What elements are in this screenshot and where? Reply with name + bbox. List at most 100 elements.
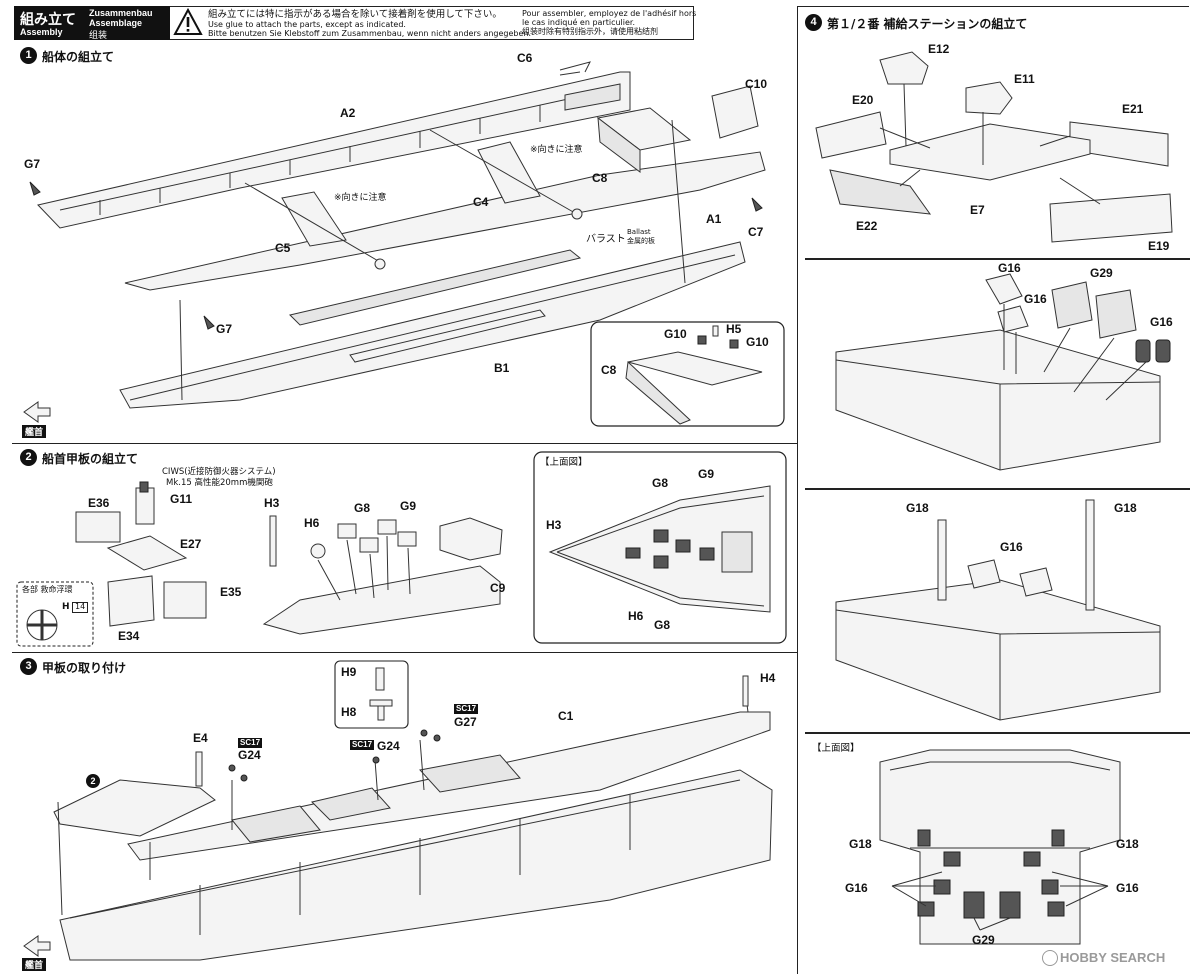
top4-label-G18-right: G18: [1116, 837, 1139, 851]
label-C7: C7: [748, 225, 764, 239]
label-E22: E22: [856, 219, 878, 233]
step3-title: 甲板の取り付け: [42, 661, 127, 675]
top-label-G9: G9: [698, 467, 715, 481]
caution-note-2: ※向きに注意: [334, 193, 387, 203]
header-lang-box: [84, 6, 170, 40]
label-H9: H9: [341, 665, 357, 679]
label-C1: C1: [558, 709, 574, 723]
header-title-jp: 組み立て: [20, 12, 76, 28]
mid-label-G16-c: G16: [1150, 315, 1173, 329]
step3-number: 3: [20, 658, 37, 675]
top4-label-G18-left: G18: [849, 837, 872, 851]
label-E20: E20: [852, 93, 874, 107]
top-label-G8-upper: G8: [652, 476, 669, 490]
step2-title: 船首甲板の組立て: [42, 452, 139, 466]
step4-divider-1: [805, 258, 1190, 260]
ciws-label-2: Mk.15 高性能20mm機関砲: [166, 478, 273, 488]
mid-label-G29: G29: [1090, 266, 1113, 280]
paint-note: 各部 救命浮環: [22, 585, 73, 594]
ballast-label-jp: バラスト: [586, 234, 626, 245]
step1-hull-drawing: [23, 61, 785, 427]
low-label-G18-right: G18: [1114, 501, 1137, 515]
low-label-G18-left: G18: [906, 501, 929, 515]
inset-label-H5: H5: [726, 322, 742, 336]
ballast-label-cn: 金属的板: [627, 237, 655, 245]
label-H8: H8: [341, 705, 357, 719]
step2-drawing: [16, 451, 787, 647]
caution-icon: [173, 7, 203, 35]
step4-divider-3: [805, 732, 1190, 734]
top-label-H6: H6: [628, 609, 644, 623]
label-B1: B1: [494, 361, 510, 375]
badge-SC17-left: SC17: [238, 738, 263, 748]
top4-label-G16-left: G16: [845, 881, 868, 895]
step4-panel: [797, 6, 1189, 974]
top-label-H3: H3: [546, 518, 562, 532]
mid-label-G16-a: G16: [998, 261, 1021, 275]
label-E34: E34: [118, 629, 140, 643]
step3-drawing: [23, 660, 773, 961]
top4-label-G29: G29: [972, 933, 995, 947]
header-title-fr: Assemblage: [89, 18, 143, 28]
header-note-cn: 组装时除有特别指示外，请使用粘结剂: [522, 27, 658, 36]
label-E21: E21: [1122, 102, 1144, 116]
label-G9: G9: [400, 499, 417, 513]
label-C10: C10: [745, 77, 768, 91]
label-E12: E12: [928, 42, 950, 56]
header-title-cn: 组装: [89, 31, 108, 41]
top4-label-G16-right: G16: [1116, 881, 1139, 895]
ciws-label-1: CIWS(近接防御火器システム): [162, 467, 276, 477]
header-note-de: Bitte benutzen Sie Klebstoff zum Zusamme…: [208, 29, 532, 38]
label-E27: E27: [180, 537, 202, 551]
label-E11: E11: [1014, 72, 1035, 86]
label-C8: C8: [592, 171, 608, 185]
label-C5: C5: [275, 241, 291, 255]
top-label-G8-lower: G8: [654, 618, 671, 632]
step1-number: 1: [20, 47, 37, 64]
label-G7-top: G7: [24, 157, 41, 171]
step4-title: 第１/２番 補給ステーションの組立て: [827, 17, 1028, 31]
step4-number: 4: [805, 14, 822, 31]
header-note-fr1: Pour assembler, employez de l'adhésif ho…: [522, 9, 697, 18]
ballast-label-en: Ballast: [627, 228, 651, 236]
label-C4: C4: [473, 195, 489, 209]
label-E35: E35: [220, 585, 242, 599]
paint-code: H: [62, 602, 70, 612]
label-G27: G27: [454, 715, 477, 729]
label-H3: H3: [264, 496, 280, 510]
label-H6: H6: [304, 516, 320, 530]
caution-note-1: ※向きに注意: [530, 145, 583, 155]
header-note-en: Use glue to attach the parts, except as …: [208, 20, 406, 29]
header-note-jp: 組み立てには特に指示がある場合を除いて接着剤を使用して下さい。: [208, 9, 502, 20]
label-G8: G8: [354, 501, 371, 515]
header-title-en: Assembly: [20, 27, 63, 37]
label-A1: A1: [706, 212, 722, 226]
header-title-de: Zusammenbau: [89, 8, 153, 18]
bow-label-step1: 艦首: [22, 425, 47, 438]
label-A2: A2: [340, 106, 356, 120]
paint-number: 14: [72, 602, 89, 613]
label-G24-mid: G24: [377, 739, 400, 753]
bow-label-step3: 艦首: [22, 958, 47, 971]
label-E36: E36: [88, 496, 110, 510]
label-C6: C6: [517, 51, 533, 65]
label-G7-bottom: G7: [216, 322, 233, 336]
label-G24-left: G24: [238, 748, 261, 762]
label-C9: C9: [490, 581, 506, 595]
label-G11: G11: [170, 492, 193, 506]
badge-SC17-mid: SC17: [350, 740, 375, 750]
step1-title: 船体の組立て: [42, 50, 115, 64]
label-H4: H4: [760, 671, 776, 685]
step2-number: 2: [20, 449, 37, 466]
inset-label-G10-left: G10: [664, 327, 687, 341]
step2-top-view-title: 【上面図】: [540, 457, 588, 468]
inset-label-C8: C8: [601, 363, 617, 377]
inset-label-G10-right: G10: [746, 335, 769, 349]
watermark: HOBBY SEARCH: [1060, 950, 1166, 965]
step4-top-view-title: 【上面図】: [812, 743, 860, 754]
badge-SC17-G27: SC17: [454, 704, 479, 714]
header-title-box: [14, 6, 84, 40]
watermark-logo-icon: [1042, 950, 1058, 966]
step4-divider-2: [805, 488, 1190, 490]
